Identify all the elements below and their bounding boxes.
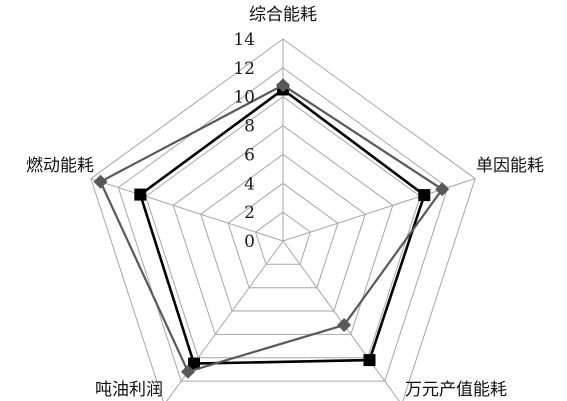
- grid-ring-2: [255, 211, 311, 265]
- series-1-point-2: [363, 354, 376, 367]
- series-1-line: [138, 87, 426, 365]
- tick-label-6: 6: [244, 145, 255, 165]
- axis-label-3: 吨油利润: [95, 380, 163, 400]
- series-1-point-3: [188, 357, 200, 370]
- tick-label-14: 14: [233, 30, 255, 50]
- spoke-3: [166, 240, 284, 401]
- series-1-point-4: [134, 188, 147, 201]
- series-1-point-1: [418, 189, 431, 202]
- grid-layer: [90, 38, 476, 401]
- axis-label-4: 燃动能耗: [26, 156, 94, 176]
- tick-label-10: 10: [233, 88, 255, 108]
- series-2-point-4: [93, 174, 108, 189]
- tick-label-2: 2: [244, 203, 255, 223]
- tick-label-0: 0: [244, 232, 255, 252]
- grid-ring-12: [117, 67, 449, 382]
- series-2-point-2: [337, 318, 352, 332]
- axis-label-2: 万元产值能耗: [405, 380, 507, 400]
- series-2-point-3: [181, 364, 195, 379]
- spoke-4: [90, 178, 284, 242]
- tick-label-12: 12: [233, 59, 255, 79]
- tick-layer: 0 2 4 6 8 10 12 14: [233, 30, 255, 252]
- grid-ring-8: [172, 124, 394, 335]
- axis-label-1: 单因能耗: [476, 156, 544, 176]
- axis-label-0: 综合能耗: [249, 5, 317, 25]
- grid-ring-14: [90, 38, 476, 401]
- grid-ring-10: [145, 96, 421, 359]
- series-layer: [93, 78, 450, 379]
- tick-label-8: 8: [244, 117, 255, 137]
- series-2-point-1: [435, 182, 450, 197]
- tick-label-4: 4: [244, 174, 255, 194]
- grid-ring-6: [200, 153, 366, 312]
- series-2-point-0: [276, 78, 290, 93]
- series-2-line: [99, 83, 444, 374]
- grid-ring-4: [227, 182, 339, 289]
